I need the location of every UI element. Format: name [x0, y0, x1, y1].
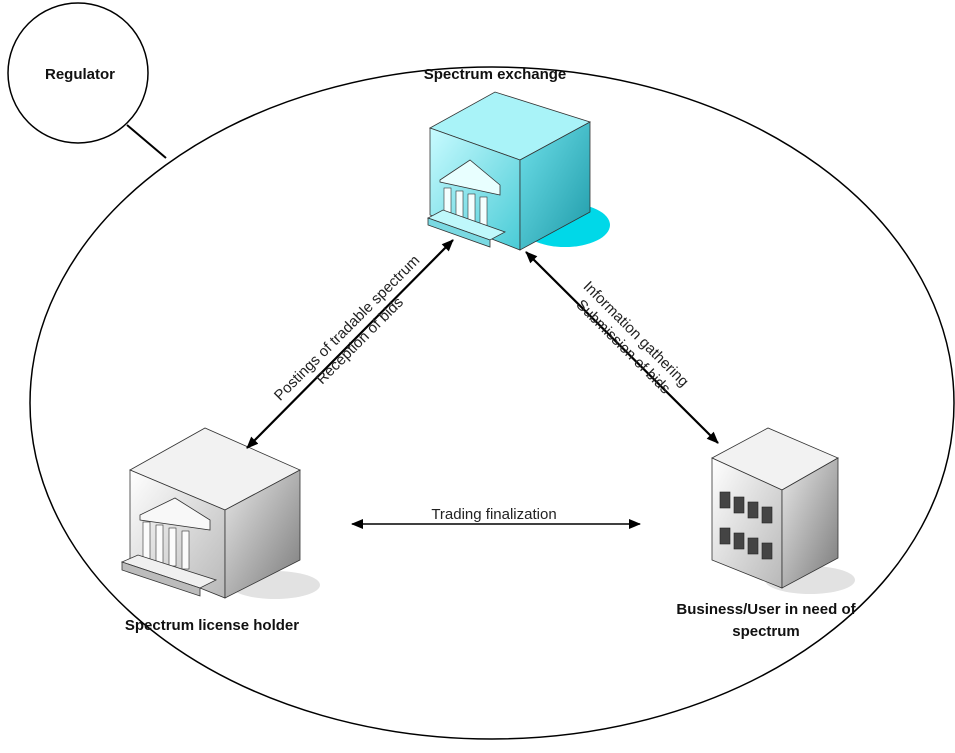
regulator-circle: [7, 2, 149, 144]
trading-finalization-label: Trading finalization: [431, 506, 556, 523]
regulator-connector-line: [126, 124, 167, 159]
office-building-icon: [711, 427, 855, 594]
regulator-node[interactable]: Regulator: [7, 2, 149, 144]
spectrum-license-holder-node[interactable]: Spectrum license holder: [120, 427, 320, 634]
exchange-user-labels: Information gathering Submission of bids: [573, 278, 692, 397]
holder-exchange-arrow: [246, 239, 454, 449]
holder-exchange-labels: Postings of tradable spectrum Reception …: [271, 252, 423, 404]
spectrum-license-holder-label: Spectrum license holder: [125, 617, 299, 634]
exchange-user-arrow: [525, 251, 719, 444]
holder-exchange-label-line1: Postings of tradable spectrum: [271, 252, 423, 404]
exchange-building-icon: [427, 91, 610, 251]
regulator-label: Regulator: [45, 66, 115, 83]
market-boundary-ellipse: [29, 66, 955, 740]
exchange-user-label-line1: Information gathering: [580, 278, 692, 390]
business-user-label-line1: Business/User in need of: [676, 601, 856, 618]
spectrum-exchange-node[interactable]: Spectrum exchange: [424, 66, 610, 251]
spectrum-exchange-label: Spectrum exchange: [424, 66, 567, 83]
license-holder-building-icon: [120, 427, 320, 599]
business-user-label-line2: spectrum: [732, 623, 800, 640]
business-user-node[interactable]: Business/User in need of spectrum: [676, 427, 857, 640]
